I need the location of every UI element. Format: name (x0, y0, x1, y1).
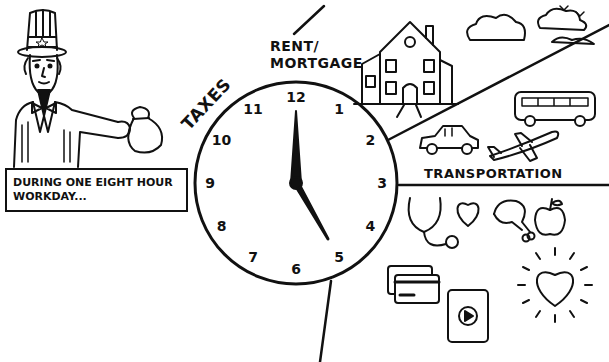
cloud (552, 37, 594, 44)
clock-number: 7 (248, 249, 258, 265)
cloud (467, 15, 525, 40)
tablet (448, 290, 488, 342)
window (424, 60, 434, 72)
hat-band (28, 37, 57, 47)
house-wing (440, 60, 452, 104)
clock-circle (195, 82, 397, 284)
hat-crown (27, 10, 57, 50)
clock-number: 6 (291, 261, 301, 277)
play-icon (465, 311, 473, 321)
wheel (575, 116, 585, 126)
play-button (459, 307, 477, 325)
bone-end (523, 235, 530, 242)
cloud (538, 9, 586, 30)
plane-wing (520, 145, 537, 161)
car-window (445, 128, 452, 136)
apple (535, 208, 565, 235)
credit-card (395, 275, 439, 303)
sector-label: RENT/ MORTGAGE (270, 38, 364, 72)
caption-banner: DURING ONE EIGHT HOUR WORKDAY... (5, 168, 188, 212)
window (424, 82, 434, 94)
walkway (397, 105, 421, 117)
chimney (426, 26, 433, 45)
divider-line (388, 25, 609, 140)
eyebrows (33, 60, 54, 61)
eye (36, 65, 39, 68)
clock-number: 5 (334, 249, 344, 265)
clock-outline (193, 80, 399, 286)
card-stripe (395, 282, 439, 295)
bag-tie (133, 118, 149, 119)
house-wing (362, 54, 380, 104)
ground-line (354, 103, 458, 105)
clock-number: 11 (243, 101, 262, 117)
clock-number: 9 (205, 175, 215, 191)
clock-number: 10 (212, 132, 231, 148)
clock-number: 12 (286, 89, 305, 105)
hat-brim (18, 47, 66, 57)
plane (490, 132, 558, 160)
money-bag (128, 107, 162, 153)
sector-label: TRANSPORTATION (424, 166, 563, 181)
sector-label: TAXES (177, 74, 235, 134)
heart (457, 203, 478, 226)
hat-stripes (36, 10, 50, 37)
chicken-leg (494, 201, 530, 232)
nose (42, 68, 45, 77)
window (386, 60, 396, 72)
divider-line (399, 184, 609, 187)
minute-hand (291, 111, 301, 183)
coat (14, 102, 118, 167)
clock-pivot (290, 177, 302, 189)
apple-stem (550, 199, 562, 210)
door (403, 84, 417, 104)
clock-number: 3 (377, 175, 387, 191)
house (380, 22, 440, 104)
coat-stripes (22, 122, 70, 162)
bus (515, 92, 595, 120)
plane-tail (488, 147, 501, 157)
stethoscope-tube (424, 232, 446, 246)
clock-number: 4 (366, 218, 376, 234)
clock-number: 8 (217, 218, 227, 234)
bus-windows (522, 98, 588, 106)
clock-number: 2 (366, 132, 376, 148)
wheel (427, 144, 437, 154)
birds (560, 6, 584, 16)
clock-number: 1 (334, 101, 344, 117)
divider-line (294, 6, 324, 34)
plane-wing (515, 133, 532, 146)
clock-face: 121234567891011 (193, 80, 399, 286)
eye (49, 65, 52, 68)
ink-layer (14, 6, 609, 362)
hat-star (36, 38, 48, 47)
divider-line (320, 281, 331, 362)
wheel (462, 144, 472, 154)
round-window (405, 37, 415, 47)
banner-text: DURING ONE EIGHT HOUR WORKDAY... (13, 176, 180, 204)
window (386, 82, 396, 94)
wheel (525, 116, 535, 126)
lapels (33, 102, 55, 132)
goatee (38, 90, 50, 116)
face (30, 55, 58, 94)
mouth (39, 82, 49, 84)
chest-piece (446, 236, 458, 248)
heart-rays (518, 248, 592, 322)
stethoscope (409, 198, 441, 232)
window (366, 76, 375, 87)
chicken-leg (494, 214, 522, 230)
heart (537, 272, 573, 306)
